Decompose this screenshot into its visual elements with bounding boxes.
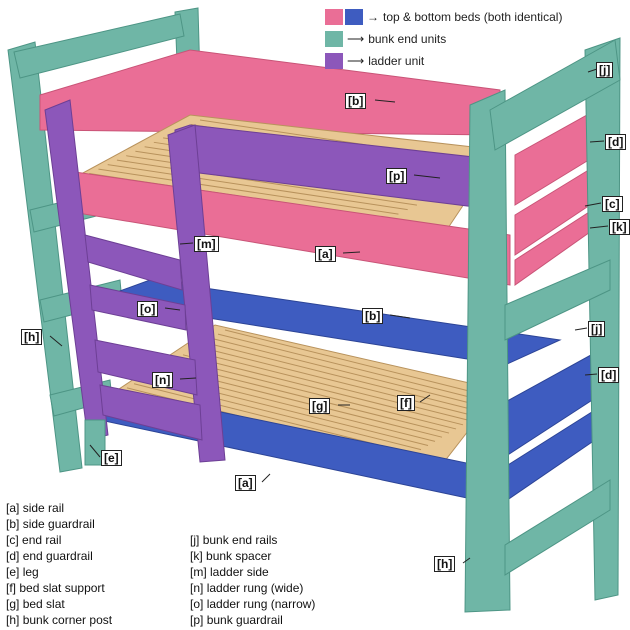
front-corner-post-right (584, 37, 621, 601)
key-item-c: [c] end rail (6, 533, 62, 547)
key-item-a: [a] side rail (6, 501, 65, 515)
key-item-g: [g] bed slat (6, 597, 65, 611)
arrow-icon: ⟶ (347, 54, 365, 68)
bed-slat (107, 164, 408, 211)
front-corner-post-left (464, 89, 511, 613)
bed-slat (196, 346, 478, 418)
legend-swatch-blue (345, 9, 363, 25)
key-item-b: [b] side guardrail (6, 517, 95, 531)
callout-a-top: [a] (315, 246, 336, 262)
bed-slat (217, 333, 499, 405)
leader-line (49, 335, 63, 347)
parts-key-right: [j] bunk end rails [k] bunk spacer [m] l… (190, 532, 315, 628)
legend-text-beds: top & bottom beds (both identical) (383, 10, 563, 24)
leader-line (179, 242, 194, 245)
leader-line (589, 225, 609, 229)
leader-line (413, 174, 441, 179)
leader-line (374, 99, 396, 103)
callout-j-mid: [j] (588, 321, 606, 337)
bed-slat (210, 337, 492, 409)
bed-slat (203, 341, 485, 413)
callout-d-top: [d] (605, 134, 627, 150)
leader-line (89, 444, 101, 458)
key-item-h: [h] bunk corner post (6, 613, 113, 627)
callout-f: [f] (397, 395, 415, 411)
legend-swatch-purple (325, 53, 343, 69)
front-end-unit (464, 37, 621, 613)
legend-row-end-units: ⟶ bunk end units (325, 28, 562, 50)
bed-slat (175, 358, 457, 430)
key-item-f: [f] bed slat support (6, 581, 105, 595)
leader-line (589, 140, 605, 143)
legend-row-ladder: ⟶ ladder unit (325, 50, 562, 72)
leader-line (342, 251, 361, 254)
front-end-rail-low (504, 479, 611, 576)
callout-g: [g] (309, 398, 331, 414)
leader-line (389, 314, 411, 319)
key-item-d: [d] end guardrail (6, 549, 93, 563)
bed-slat (98, 168, 399, 215)
parts-key-left: [a] side rail [b] side guardrail [c] end… (6, 500, 112, 628)
front-end-rail-top (489, 39, 621, 151)
key-item-o: [o] ladder rung (narrow) (190, 597, 316, 611)
leader-line (179, 377, 197, 380)
key-item-m: [m] ladder side (190, 565, 269, 579)
bed-slat (189, 350, 471, 422)
leader-line (584, 373, 598, 376)
top-bed (39, 49, 606, 286)
legend-swatch-pink (325, 9, 343, 25)
callout-p: [p] (386, 168, 408, 184)
key-item-e: [e] leg (6, 565, 39, 579)
legend-text-end-units: bunk end units (368, 32, 447, 46)
callout-d-bottom: [d] (598, 367, 620, 383)
callout-h-left: [h] (21, 329, 43, 345)
legend-text-ladder: ladder unit (368, 54, 425, 68)
bed-slat (116, 159, 417, 206)
back-end-rail-top (13, 13, 185, 79)
back-corner-post-left (7, 41, 83, 473)
ladder-rung-wide-1 (84, 234, 183, 291)
key-item-p: [p] bunk guardrail (190, 613, 283, 627)
callout-c: [c] (602, 196, 623, 212)
callout-b-top: [b] (345, 93, 367, 109)
leader-line (261, 473, 271, 483)
key-item-j: [j] bunk end rails (190, 533, 278, 547)
front-end-rail-mid (504, 259, 611, 341)
leader-line (462, 557, 471, 564)
callout-m: [m] (194, 236, 219, 252)
arrow-icon: ⟶ (347, 32, 365, 46)
callout-leaders (49, 68, 609, 564)
callout-e: [e] (101, 450, 122, 466)
legend-row-beds: → top & bottom beds (both identical) (325, 6, 562, 28)
arrow-icon: → (367, 10, 379, 24)
leg (84, 419, 106, 466)
leader-line (164, 307, 181, 311)
callout-k: [k] (609, 219, 630, 235)
leader-line (419, 394, 431, 403)
ladder-rung-wide-3 (99, 384, 203, 441)
key-item-n: [n] ladder rung (wide) (190, 581, 304, 595)
callout-a-bottom: [a] (235, 475, 256, 491)
callout-b-bottom: [b] (362, 308, 384, 324)
bed-slat (182, 354, 464, 426)
legend-swatch-teal (325, 31, 343, 47)
ladder-side-left (44, 99, 109, 441)
leader-line (574, 327, 588, 331)
callout-n: [n] (152, 372, 174, 388)
callout-j-top: [j] (596, 62, 614, 78)
ladder-side-right (167, 124, 226, 463)
leader-line (584, 202, 602, 207)
leader-line (587, 68, 598, 73)
callout-h-bottom: [h] (434, 556, 456, 572)
key-item-k: [k] bunk spacer (190, 549, 272, 563)
bed-slat (224, 329, 506, 401)
callout-o: [o] (137, 301, 159, 317)
color-legend: → top & bottom beds (both identical) ⟶ b… (325, 6, 562, 72)
